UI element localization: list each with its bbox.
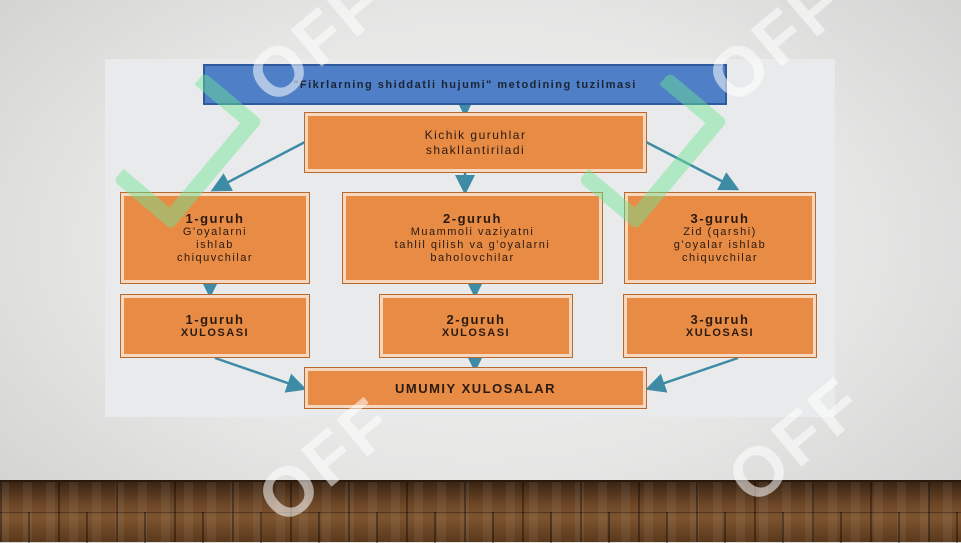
group3-box: 3-guruh Zid (qarshi) g'oyalar ishlab chi… (624, 192, 816, 284)
group1-box: 1-guruh G'oyalarni ishlab chiquvchilar (120, 192, 310, 284)
conclusion2-box: 2-guruh XULOSASI (379, 294, 573, 358)
group1-desc-1: G'oyalarni (182, 226, 248, 238)
conclusion3-name: 3-guruh (690, 312, 750, 327)
group2-desc-1: Muammoli vaziyatni (410, 226, 535, 238)
conclusion1-label: XULOSASI (180, 327, 250, 339)
diagram-title: "Fikrlarning shiddatli hujumi" metodinin… (203, 64, 727, 105)
group2-name: 2-guruh (443, 211, 502, 226)
conclusion1-name: 1-guruh (185, 312, 245, 327)
group2-desc-2: tahlil qilish va g'oyalarni (394, 239, 551, 251)
group3-desc-3: chiquvchilar (681, 252, 759, 264)
group1-desc-3: chiquvchilar (176, 252, 254, 264)
final-box: UMUMIY XULOSALAR (304, 367, 647, 409)
conclusion1-box: 1-guruh XULOSASI (120, 294, 310, 358)
diagram-title-text: "Fikrlarning shiddatli hujumi" metodinin… (293, 78, 637, 91)
group2-desc-3: baholovchilar (430, 252, 515, 264)
wooden-floor (0, 480, 961, 543)
step1-box: Kichik guruhlar shakllantiriladi (304, 112, 647, 173)
step1-line1: Kichik guruhlar (424, 127, 527, 142)
conclusion2-label: XULOSASI (441, 327, 511, 339)
final-label: UMUMIY XULOSALAR (395, 380, 556, 396)
group3-desc-1: Zid (qarshi) (683, 226, 757, 238)
group1-desc-2: ishlab (196, 239, 234, 251)
step1-line2: shakllantiriladi (425, 142, 526, 157)
conclusion3-label: XULOSASI (685, 327, 755, 339)
conclusion2-name: 2-guruh (446, 312, 506, 327)
conclusion3-box: 3-guruh XULOSASI (623, 294, 817, 358)
group1-name: 1-guruh (185, 211, 245, 226)
group3-name: 3-guruh (690, 211, 750, 226)
group2-box: 2-guruh Muammoli vaziyatni tahlil qilish… (342, 192, 603, 284)
group3-desc-2: g'oyalar ishlab (673, 239, 767, 251)
